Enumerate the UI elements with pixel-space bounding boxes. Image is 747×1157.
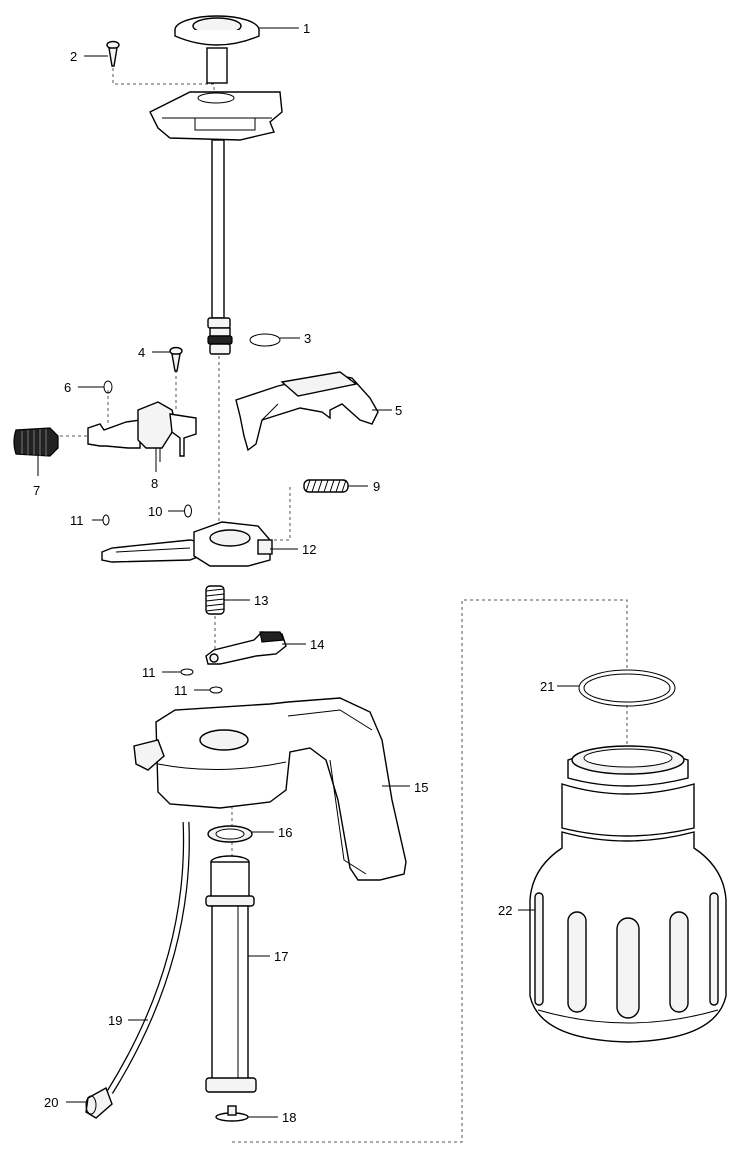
callout-5: 5 (395, 403, 402, 418)
part-5-trigger-handle (235, 371, 379, 452)
part-8-valve-body (87, 401, 197, 462)
part-18-valve-disc (215, 1105, 249, 1122)
pump-rod (207, 139, 233, 355)
callout-11-middle: 11 (142, 665, 156, 680)
part-11-o-ring-lower (209, 686, 223, 694)
callout-19: 19 (108, 1013, 122, 1028)
part-11-o-ring-upper (102, 514, 110, 526)
callout-6: 6 (64, 380, 71, 395)
callout-15: 15 (414, 780, 428, 795)
part-12-valve-housing (101, 521, 273, 567)
callout-22: 22 (498, 903, 512, 918)
part-2-screw (106, 40, 120, 67)
part-10-o-ring (184, 504, 192, 518)
callout-10: 10 (148, 504, 162, 519)
callout-12: 12 (302, 542, 316, 557)
callout-11-upper: 11 (70, 513, 84, 528)
callout-3: 3 (304, 331, 311, 346)
callout-leader-lines (37, 27, 579, 1118)
part-7-nozzle-cap (13, 427, 59, 457)
part-14-piston-lever (205, 631, 287, 665)
callout-11-lower: 11 (174, 683, 188, 698)
callout-7: 7 (33, 483, 40, 498)
part-17-pump-cylinder (205, 855, 257, 1093)
assembly-guide-lines (60, 62, 628, 1143)
part-13-spring (205, 585, 225, 615)
callout-2: 2 (70, 49, 77, 64)
callout-20: 20 (44, 1095, 58, 1110)
part-9-spring (303, 479, 349, 493)
callout-21: 21 (540, 679, 554, 694)
callout-18: 18 (282, 1110, 296, 1125)
callout-13: 13 (254, 593, 268, 608)
callout-4: 4 (138, 345, 145, 360)
callout-16: 16 (278, 825, 292, 840)
part-pump-lid (149, 91, 283, 141)
part-20-filter (85, 1086, 113, 1119)
part-15-pump-housing (133, 697, 407, 881)
part-1-pump-knob (174, 15, 260, 84)
part-19-suction-hose (107, 821, 190, 1094)
part-22-bottle (529, 745, 727, 1043)
callout-9: 9 (373, 479, 380, 494)
part-11-o-ring-middle (180, 668, 194, 676)
part-21-bottle-o-ring (578, 669, 676, 707)
callout-1: 1 (303, 21, 310, 36)
part-3-o-ring (249, 333, 281, 347)
part-16-seal-ring (207, 825, 253, 843)
part-4-screw (169, 346, 183, 372)
callout-17: 17 (274, 949, 288, 964)
callout-labels: 1 2 3 4 5 6 7 8 9 10 11 11 11 12 13 14 1… (33, 21, 554, 1125)
callout-14: 14 (310, 637, 324, 652)
callout-8: 8 (151, 476, 158, 491)
